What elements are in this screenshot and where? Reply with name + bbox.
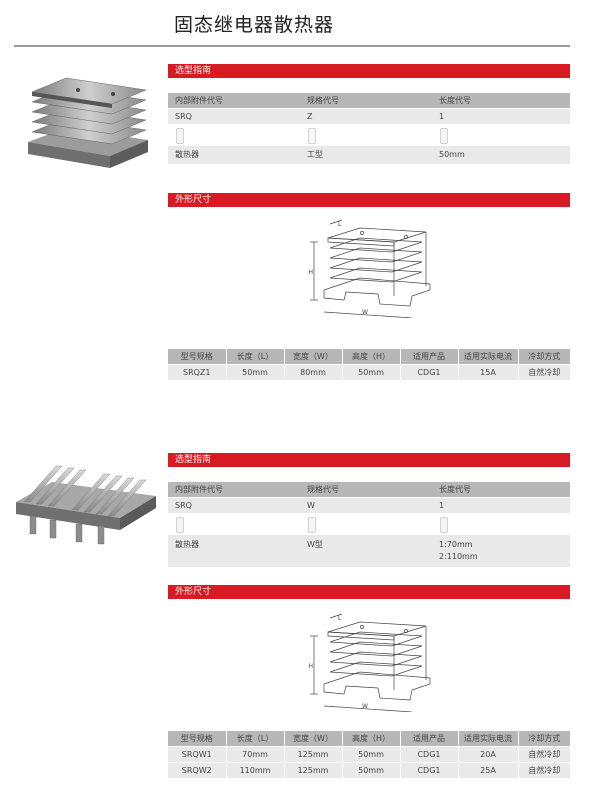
down-arrow-icon — [440, 517, 448, 533]
spec-table: 型号规格 长度（L） 宽度（W） 高度（H） 适用产品 适用实际电流 冷却方式 … — [168, 731, 570, 778]
height-label: H — [308, 269, 313, 276]
selection-code-row: SRQ W 1 — [168, 498, 570, 513]
selection-col-spec: 规格代号 — [307, 96, 339, 105]
selection-code-row: SRQ Z 1 — [168, 109, 570, 124]
table-row: SRQW2 110mm 125mm 50mm CDG1 25A 自然冷却 — [168, 762, 570, 778]
heatsink-z-dimension-drawing: H W L — [308, 219, 431, 318]
height-label: H — [308, 663, 313, 670]
down-arrow-icon — [176, 517, 184, 533]
selection-col-length: 长度代号 — [439, 96, 471, 105]
selection-guide-table: 内部附件代号 规格代号 长度代号 SRQ Z 1 散热器 工型 50mm — [168, 93, 570, 164]
down-arrow-icon — [176, 128, 184, 144]
page-title: 固态继电器散热器 — [174, 14, 335, 36]
selection-guide-header: 选型指南 — [168, 64, 570, 78]
spec-table: 型号规格 长度（L） 宽度（W） 高度（H） 适用产品 适用实际电流 冷却方式 … — [168, 349, 570, 380]
dimensions-header: 外形尺寸 — [168, 193, 570, 207]
selection-header-row: 内部附件代号 规格代号 长度代号 — [168, 93, 570, 108]
selection-col-accessory: 内部附件代号 — [175, 96, 223, 105]
spec-header-row: 型号规格 长度（L） 宽度（W） 高度（H） 适用产品 适用实际电流 冷却方式 — [168, 731, 570, 747]
dimensions-header: 外形尺寸 — [168, 585, 570, 599]
table-row: SRQZ1 50mm 80mm 50mm CDG1 15A 自然冷却 — [168, 364, 570, 380]
down-arrow-icon — [308, 517, 316, 533]
heatsink-z-photo — [28, 77, 148, 168]
selection-guide-header: 选型指南 — [168, 453, 570, 467]
length-label: L — [338, 221, 342, 228]
selection-guide-table: 内部附件代号 规格代号 长度代号 SRQ W 1 散热器 W型 1:70mm 2… — [168, 482, 570, 567]
heatsink-w-photo — [16, 465, 156, 545]
length-label: L — [338, 615, 342, 622]
width-label: W — [362, 703, 368, 710]
heatsink-w-dimension-drawing: H W L — [308, 613, 431, 712]
title-divider — [14, 45, 570, 47]
down-arrow-icon — [440, 128, 448, 144]
width-label: W — [362, 309, 368, 316]
selection-header-row: 内部附件代号 规格代号 长度代号 — [168, 482, 570, 497]
table-row: SRQW1 70mm 125mm 50mm CDG1 20A 自然冷却 — [168, 746, 570, 763]
selection-name-row: 散热器 W型 1:70mm 2:110mm — [168, 535, 570, 567]
spec-header-row: 型号规格 长度（L） 宽度（W） 高度（H） 适用产品 适用实际电流 冷却方式 — [168, 349, 570, 365]
down-arrow-icon — [308, 128, 316, 144]
selection-name-row: 散热器 工型 50mm — [168, 146, 570, 164]
